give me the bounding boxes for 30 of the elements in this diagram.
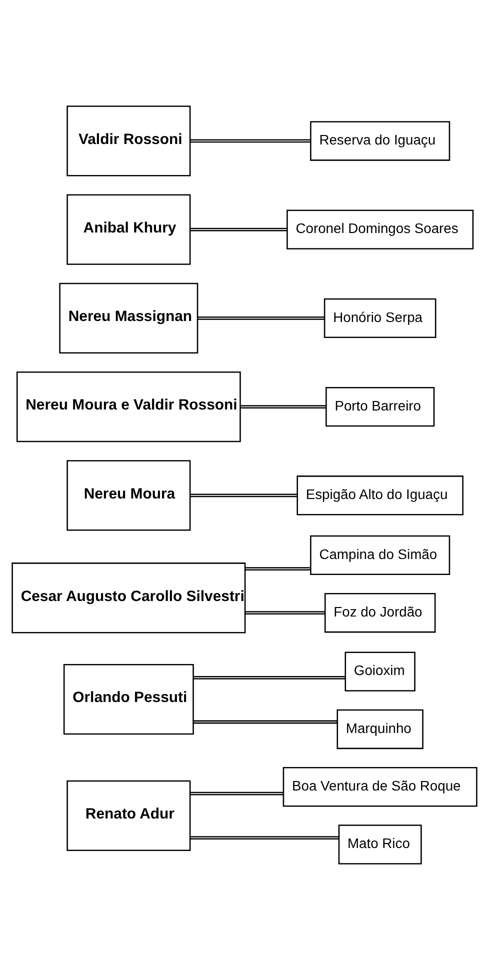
connector: [190, 494, 297, 498]
connector: [193, 676, 346, 680]
node-box: Anibal Khury: [66, 194, 191, 265]
node-box: Boa Ventura de São Roque: [282, 767, 478, 807]
connector: [198, 316, 324, 320]
node-box: Mato Rico: [338, 824, 422, 864]
node-box: Foz do Jordão: [324, 593, 436, 633]
node-box: Campina do Simão: [310, 535, 450, 576]
node-box: Orlando Pessuti: [63, 664, 194, 735]
node-box: Nereu Massignan: [59, 282, 198, 354]
node-box: Renato Adur: [66, 780, 191, 852]
connector: [193, 720, 338, 724]
node-box: Goioxim: [344, 652, 416, 692]
connector: [190, 836, 339, 840]
node-box: Nereu Moura e Valdir Rossoni: [16, 371, 241, 442]
node-box: Coronel Domingos Soares: [286, 210, 474, 250]
node-box: Reserva do Iguaçu: [310, 121, 450, 161]
node-box: Valdir Rossoni: [66, 106, 191, 176]
node-box: Marquinho: [336, 709, 424, 750]
connector: [190, 139, 310, 143]
node-box: Nereu Moura: [66, 460, 191, 531]
connector: [190, 792, 284, 796]
node-box: Porto Barreiro: [326, 386, 435, 427]
node-box: Honório Serpa: [324, 298, 436, 338]
node-box: Cesar Augusto Carollo Silvestri: [12, 562, 246, 634]
node-box: Espigão Alto do Iguaçu: [296, 476, 464, 516]
connector: [190, 228, 287, 232]
connector: [245, 611, 326, 615]
connector: [240, 405, 326, 408]
connector: [245, 567, 311, 571]
